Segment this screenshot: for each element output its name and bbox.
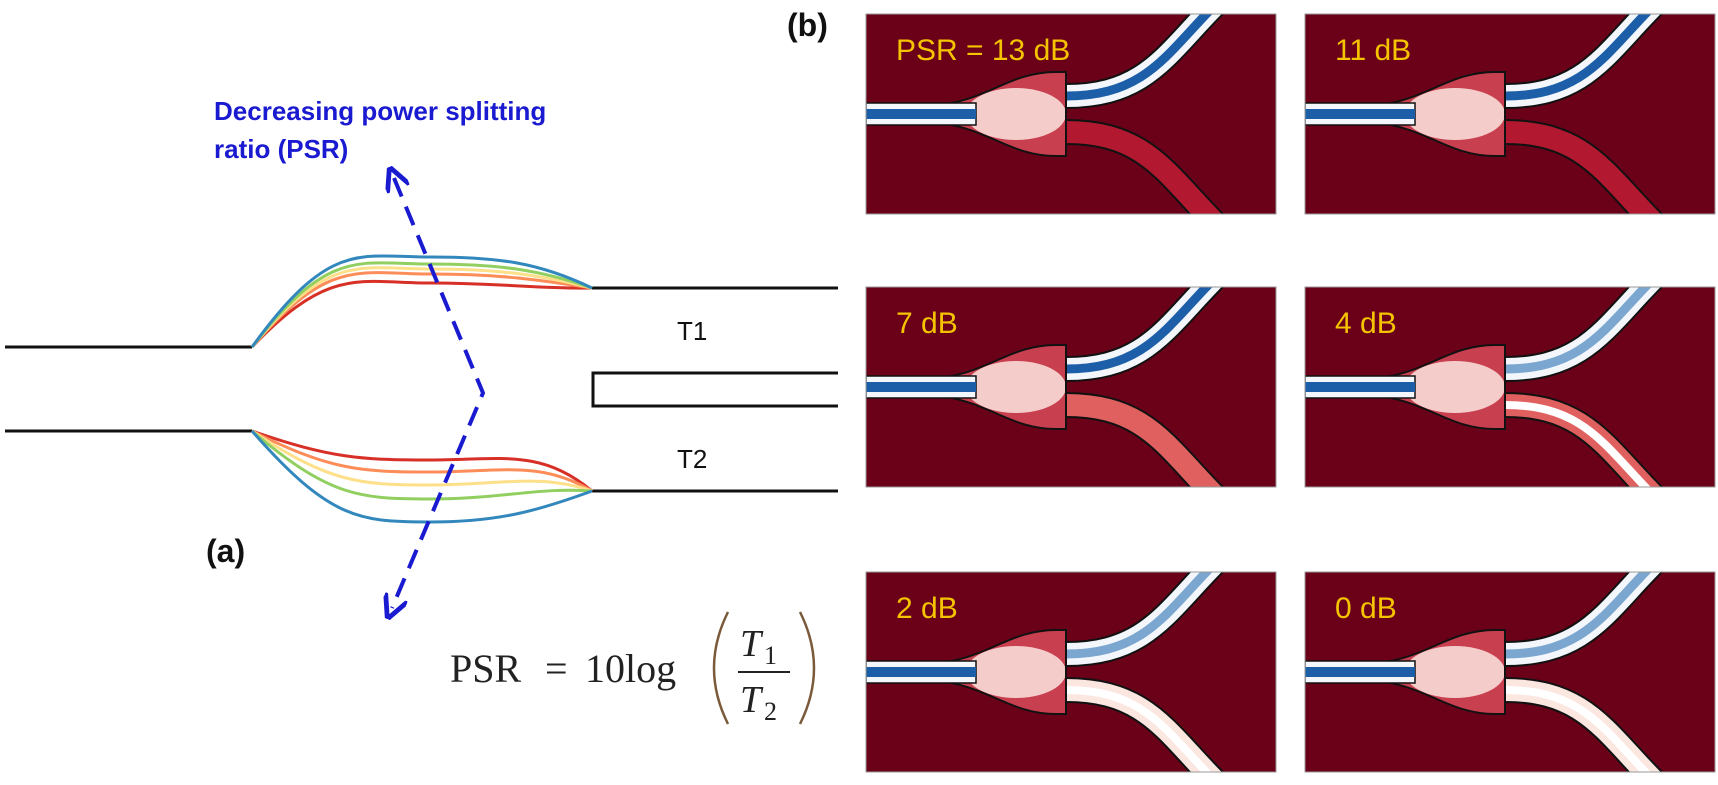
psr-label: 0 dB: [1335, 592, 1397, 625]
input-mode: [866, 109, 976, 119]
equation-right-paren: [798, 611, 816, 725]
top-arm-mode: [1504, 287, 1652, 374]
top-taper-curve: [250, 271, 593, 348]
t1-label: T1: [677, 316, 707, 346]
mode-spread: [1405, 361, 1505, 413]
bottom-taper-curve: [251, 429, 593, 501]
input-mode: [1305, 109, 1415, 119]
simulation-tile: 7 dB: [865, 286, 1277, 488]
top-taper-curve: [250, 266, 593, 348]
mode-spread: [966, 88, 1066, 140]
input-mode: [1305, 382, 1415, 392]
panel-a: T1 T2 Decreasing power splitting ratio (…: [5, 96, 838, 726]
simulation-grid: PSR = 13 dB 11 dB 7 dB 4 dB 2 dB 0 dB: [865, 13, 1716, 773]
t2-label: T2: [677, 444, 707, 474]
panel-b: (b) PSR = 13 dB 11 dB 7 dB 4 dB 2 dB 0 dB: [787, 7, 1716, 773]
equation-numerator: T: [740, 623, 764, 665]
top-arm-mode: [1065, 14, 1213, 101]
equation-denominator-sub: 2: [764, 697, 777, 726]
bottom-arm: [1065, 121, 1222, 214]
top-arm-mode: [1065, 287, 1213, 374]
simulation-tile: 2 dB: [865, 571, 1277, 773]
equation-denominator: T: [740, 679, 764, 721]
output-separator: [591, 371, 838, 408]
equation-lhs: PSR: [450, 646, 521, 691]
bottom-taper-curve: [251, 429, 593, 493]
top-arm-mode: [1065, 572, 1213, 659]
psr-label: PSR = 13 dB: [896, 34, 1070, 67]
bottom-arm-mode: [1504, 401, 1651, 487]
top-arm-mode: [1504, 14, 1652, 101]
tile-border: [865, 571, 1277, 773]
equation-left-paren: [712, 611, 730, 725]
equation-coefficient: 10log: [585, 646, 676, 691]
mode-spread: [1405, 646, 1505, 698]
tile-border: [865, 13, 1277, 215]
mode-spread: [966, 361, 1066, 413]
top-taper-curve: [250, 261, 593, 348]
tile-border: [1304, 571, 1716, 773]
psr-label: 11 dB: [1335, 34, 1411, 67]
bottom-taper-curves: [250, 429, 593, 524]
tile-border: [1304, 286, 1716, 488]
bottom-taper-curve: [250, 430, 593, 524]
input-mode: [866, 382, 976, 392]
equation-numerator-sub: 1: [764, 641, 777, 670]
psr-direction-arrow: [392, 178, 486, 608]
simulation-tile: 0 dB: [1304, 571, 1716, 773]
tile-border: [865, 286, 1277, 488]
top-taper-curve: [250, 254, 593, 348]
mode-spread: [966, 646, 1066, 698]
top-taper-curve: [250, 279, 593, 349]
annotation-line-2: ratio (PSR): [214, 134, 348, 164]
bottom-taper-curve: [251, 429, 593, 493]
psr-equation: PSR = 10log T 1 T 2: [450, 611, 816, 726]
bottom-arm: [1504, 121, 1661, 214]
mode-spread: [1405, 88, 1505, 140]
bottom-arm-mode: [1065, 686, 1212, 772]
psr-label: 4 dB: [1335, 307, 1397, 340]
input-mode: [1305, 667, 1415, 677]
panel-a-label: (a): [206, 533, 245, 569]
psr-label: 2 dB: [896, 592, 958, 625]
simulation-tile: PSR = 13 dB: [865, 13, 1277, 215]
bottom-arm-mode: [1504, 686, 1651, 772]
equation-equals: =: [545, 646, 568, 691]
bottom-arm: [1065, 394, 1222, 487]
input-mode: [866, 667, 976, 677]
top-arm-mode: [1504, 572, 1652, 659]
annotation-line-1: Decreasing power splitting: [214, 96, 546, 126]
bottom-taper-curve: [251, 429, 593, 493]
simulation-tile: 4 dB: [1304, 286, 1716, 488]
top-taper-curves: [250, 254, 593, 349]
panel-b-label: (b): [787, 7, 828, 43]
simulation-tile: 11 dB: [1304, 13, 1716, 215]
psr-label: 7 dB: [896, 307, 958, 340]
tile-border: [1304, 13, 1716, 215]
